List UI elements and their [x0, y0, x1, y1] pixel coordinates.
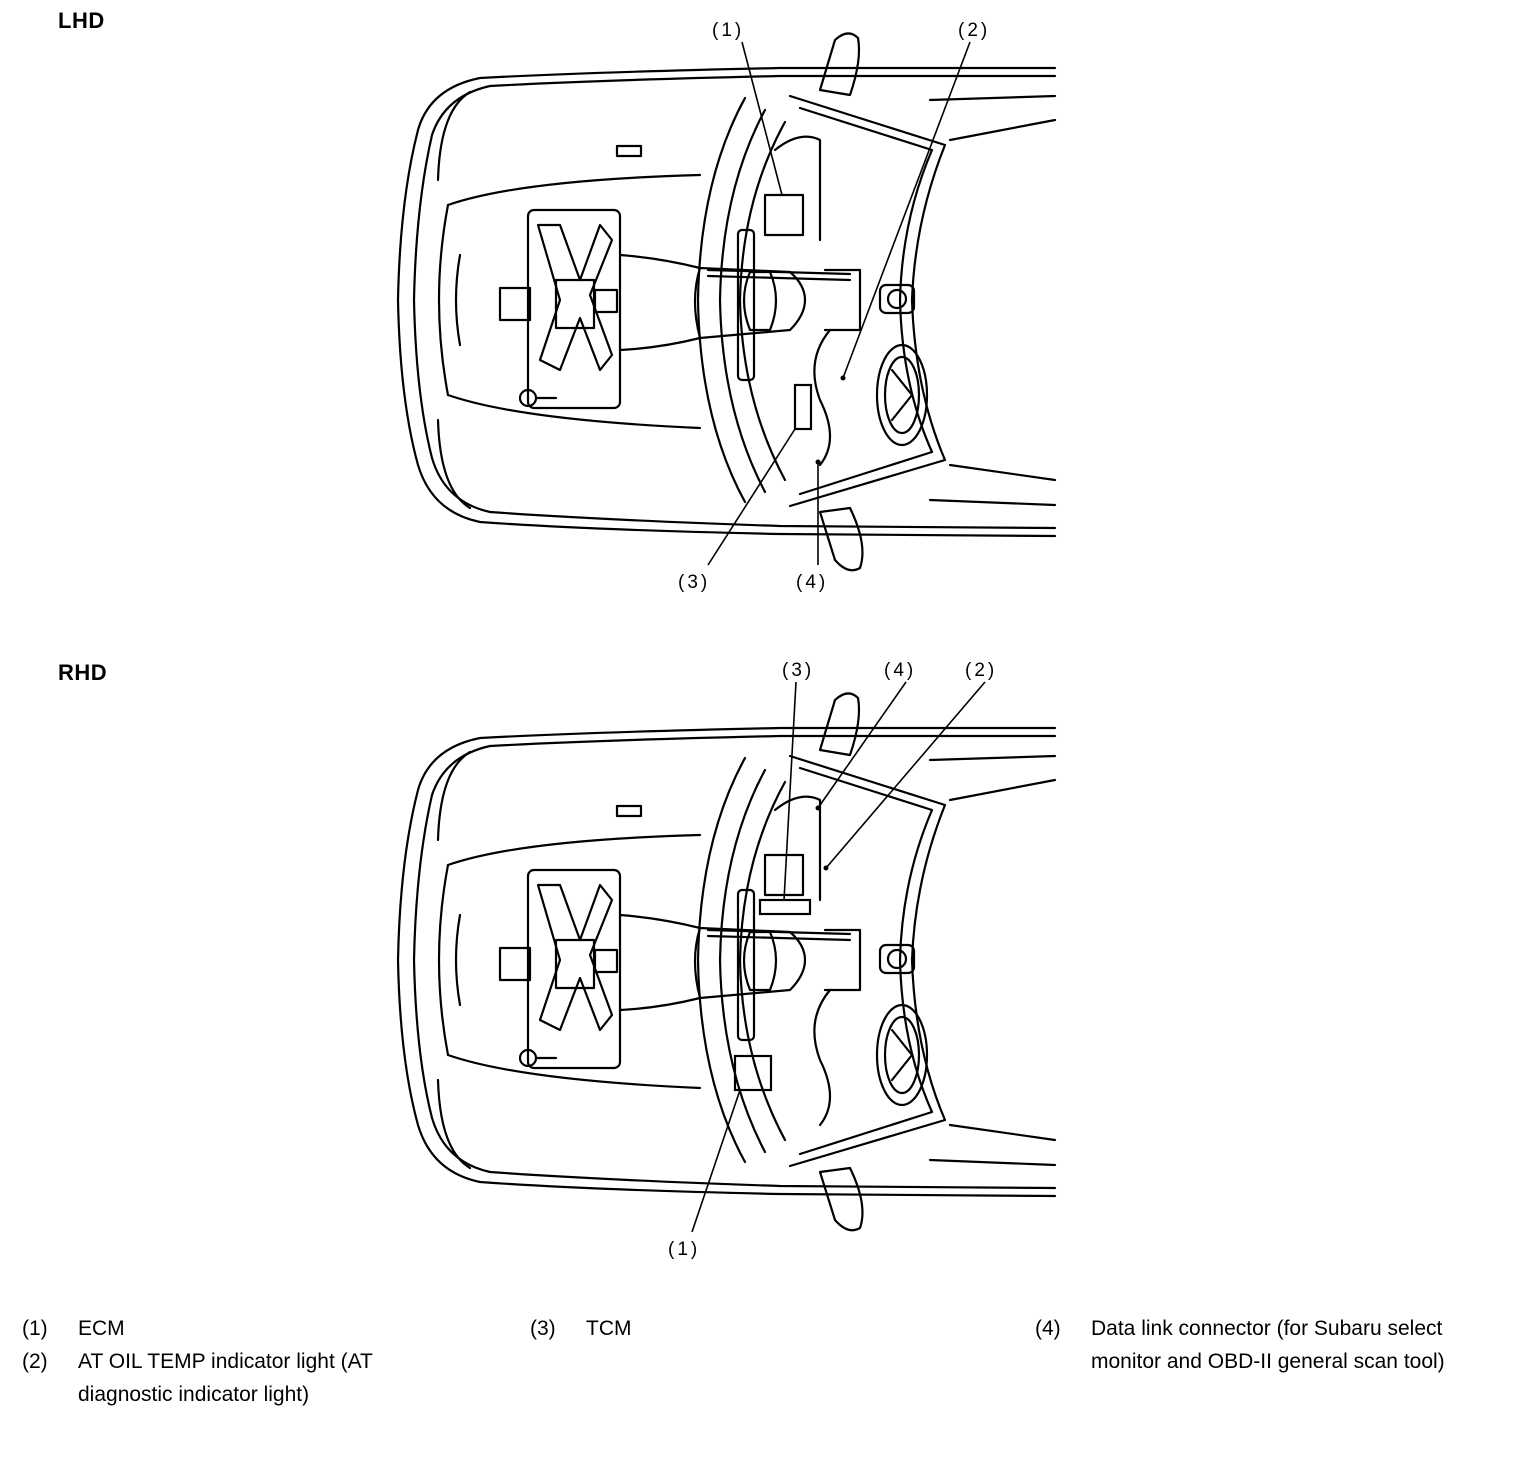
- rhd-callout-2: (2): [965, 660, 997, 681]
- rhd-tcm-box: [758, 898, 812, 916]
- rhd-leader-3: [783, 681, 797, 901]
- rhd-section-label: RHD: [58, 660, 108, 685]
- legend-number: (3): [530, 1317, 556, 1340]
- rhd-callout-4: (4): [884, 660, 916, 681]
- lhd-leader-1: [741, 41, 783, 196]
- legend-text: TCM: [586, 1317, 632, 1340]
- legend-column-1: (1) ECM (2) AT OIL TEMP indicator light …: [22, 1312, 458, 1411]
- rhd-ecm-box: [733, 1054, 773, 1092]
- rhd-leader-2: [825, 681, 986, 869]
- lhd-callout-1: (1): [712, 20, 744, 41]
- lhd-leader-2: [842, 41, 971, 379]
- lhd-section-label: LHD: [58, 8, 105, 33]
- lhd-car-drawing: [396, 32, 1057, 572]
- legend-column-3: (4) Data link connector (for Subaru sele…: [1035, 1312, 1456, 1378]
- lhd-callout-3: (3): [678, 572, 710, 593]
- lhd-leader-3: [707, 428, 796, 566]
- lhd-callout-2: (2): [958, 20, 990, 41]
- rhd-callout-1: (1): [668, 1239, 700, 1260]
- rhd-callout-3: (3): [782, 660, 814, 681]
- legend-number: (4): [1035, 1317, 1061, 1340]
- lhd-tcm-box: [793, 383, 813, 431]
- rhd-leader-4: [817, 681, 907, 809]
- legend-item-ecm: (1) ECM: [22, 1312, 458, 1345]
- legend-number: (2): [22, 1350, 48, 1373]
- legend-column-2: (3) TCM: [530, 1312, 632, 1345]
- rhd-leader-1: [691, 1089, 741, 1233]
- lhd-callout-4: (4): [796, 572, 828, 593]
- legend-text: AT OIL TEMP indicator light (AT diagnost…: [78, 1350, 373, 1406]
- legend-text: Data link connector (for Subaru select m…: [1091, 1317, 1445, 1373]
- rhd-car-drawing: [396, 692, 1057, 1232]
- legend-number: (1): [22, 1317, 48, 1340]
- legend-item-tcm: (3) TCM: [530, 1312, 632, 1345]
- legend-item-data-link-connector: (4) Data link connector (for Subaru sele…: [1035, 1312, 1456, 1378]
- legend-item-at-oil-temp: (2) AT OIL TEMP indicator light (AT diag…: [22, 1345, 458, 1411]
- legend-text: ECM: [78, 1317, 125, 1340]
